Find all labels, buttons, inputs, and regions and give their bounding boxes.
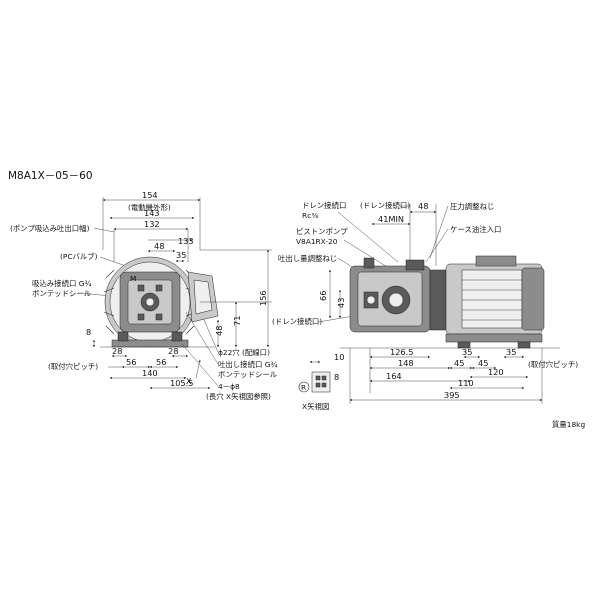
motor-outline-label: (電動機外形) bbox=[128, 203, 171, 212]
dim-56-right: 56 bbox=[156, 357, 166, 367]
dim-105-5: 105.5 bbox=[170, 378, 193, 388]
dim-43: 43 bbox=[336, 298, 346, 308]
drain-rc-label: Rc⅜ bbox=[302, 211, 318, 220]
dim-35-side-a: 35 bbox=[462, 347, 472, 357]
x-view-label: X矢視図 bbox=[302, 402, 329, 411]
drain-port-label-3: (ドレン接続口) bbox=[272, 317, 322, 326]
mount-pitch-label-front: (取付穴ピッチ) bbox=[48, 362, 98, 371]
suction-port-label: 吸込み接続口 G¾ bbox=[32, 279, 92, 288]
dim-41min: 41MIN bbox=[378, 214, 404, 224]
dim-395: 395 bbox=[444, 390, 460, 400]
r-mark: R bbox=[301, 383, 306, 392]
pc-valve-label: (PCバルブ) bbox=[60, 252, 98, 261]
dim-133: 133 bbox=[178, 236, 194, 246]
weight-label: 質量18kg bbox=[552, 420, 585, 429]
dim-110: 110 bbox=[458, 378, 474, 388]
dim-8-x: 8 bbox=[334, 372, 339, 382]
pump-model-label: V8A1RX-20 bbox=[296, 237, 338, 246]
dim-48-side: 48 bbox=[418, 201, 428, 211]
piston-pump-label: ピストンポンプ bbox=[296, 227, 348, 236]
pressure-adj-label: 圧力調整ねじ bbox=[450, 202, 494, 211]
mount-pitch-label-side: (取付穴ピッチ) bbox=[528, 360, 578, 369]
dim-10: 10 bbox=[334, 352, 344, 362]
front-view: 154 (電動機外形) 143 132 (ポンプ吸込み吐出口幅) 133 48 … bbox=[10, 190, 278, 401]
dim-35-front: 35 bbox=[176, 250, 186, 260]
dim-132: 132 bbox=[144, 219, 160, 229]
dim-154: 154 bbox=[142, 190, 158, 200]
discharge-port-label: 吐出し接続口 G¾ bbox=[218, 360, 278, 369]
dim-148: 148 bbox=[398, 358, 414, 368]
oil-inlet-label: ケース油注入口 bbox=[450, 225, 501, 234]
dim-56-left: 56 bbox=[126, 357, 136, 367]
dim-143: 143 bbox=[144, 208, 160, 218]
dim-71: 71 bbox=[232, 316, 242, 326]
dim-164: 164 bbox=[386, 371, 402, 381]
dim-28-right: 28 bbox=[168, 346, 178, 356]
long-hole-label: (長穴 X矢視図参照) bbox=[206, 392, 271, 401]
drain-port-label-1: ドレン接続口 bbox=[302, 201, 346, 210]
dim-120: 120 bbox=[488, 367, 504, 377]
holes-8-label: 4－ϕ8 bbox=[218, 382, 240, 391]
side-view: ドレン接続口 Rc⅜ (ドレン接続口) 48 41MIN 圧力調整ねじ ケース油… bbox=[272, 201, 578, 404]
side-base bbox=[445, 333, 543, 343]
dim-156: 156 bbox=[258, 290, 268, 306]
dim-8-front: 8 bbox=[86, 327, 91, 337]
dim-48-front: 48 bbox=[154, 241, 164, 251]
dim-48-front-v: 48 bbox=[214, 326, 224, 336]
dim-140: 140 bbox=[142, 368, 158, 378]
svg-text:M: M bbox=[130, 274, 136, 283]
dim-45-a: 45 bbox=[454, 358, 464, 368]
x-view-detail: 10 8 R X矢視図 bbox=[298, 352, 344, 411]
dim-35-side-b: 35 bbox=[506, 347, 516, 357]
suction-seal-label: ボンテッドシール bbox=[32, 289, 92, 298]
x-arrow-label: X bbox=[186, 376, 192, 386]
drain-port-label-2: (ドレン接続口) bbox=[360, 201, 410, 210]
drawing-title: M8A1X－05－60 bbox=[8, 170, 93, 182]
dim-66: 66 bbox=[318, 291, 328, 301]
hole22-label: ϕ22穴 (配線口) bbox=[218, 348, 270, 357]
pump-port-label: (ポンプ吸込み吐出口幅) bbox=[10, 224, 90, 233]
discharge-seal-label: ボンテッドシール bbox=[218, 370, 278, 379]
dim-45-b: 45 bbox=[478, 358, 488, 368]
dim-126-5: 126.5 bbox=[390, 347, 413, 357]
flow-adj-label: 吐出し量調整ねじ bbox=[278, 254, 337, 263]
dim-28-left: 28 bbox=[112, 346, 122, 356]
